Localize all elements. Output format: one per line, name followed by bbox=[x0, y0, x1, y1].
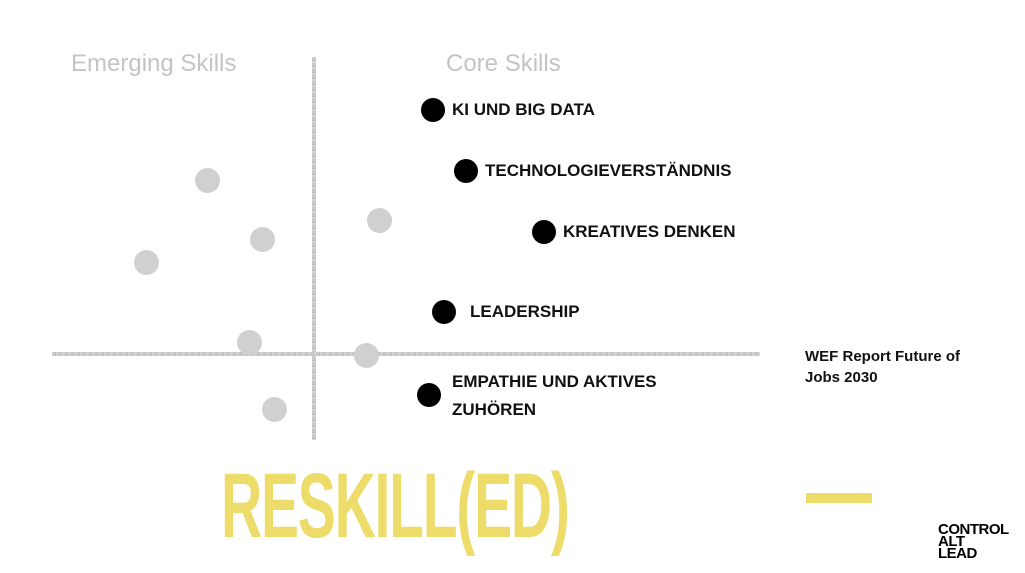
logo-line: CONTROL bbox=[938, 521, 1009, 538]
horizontal-axis bbox=[52, 352, 760, 356]
logo-line: ALT bbox=[938, 533, 965, 550]
core-skills-heading: Core Skills bbox=[446, 50, 561, 77]
source-note: WEF Report Future of Jobs 2030 bbox=[805, 348, 960, 386]
core-skill-label: KREATIVES DENKEN bbox=[563, 222, 736, 241]
core-skill-label: TECHNOLOGIEVERSTÄNDNIS bbox=[485, 161, 732, 180]
core-skill-dot bbox=[432, 300, 456, 324]
grey-skill-dot bbox=[195, 168, 220, 193]
emerging-skills-heading: Emerging Skills bbox=[71, 50, 237, 77]
core-skill-label: KI UND BIG DATA bbox=[452, 100, 595, 119]
core-skill-dot bbox=[454, 159, 478, 183]
grey-skill-dot bbox=[367, 208, 392, 233]
grey-skill-dot bbox=[262, 397, 287, 422]
core-skill-dot bbox=[421, 98, 445, 122]
core-skill-label: LEADERSHIP bbox=[470, 302, 580, 321]
grey-skill-dot bbox=[250, 227, 275, 252]
accent-bar bbox=[806, 493, 872, 503]
vertical-axis bbox=[312, 57, 316, 440]
grey-skill-dot bbox=[237, 330, 262, 355]
logo-line: LEAD bbox=[938, 545, 977, 562]
grey-skill-dot bbox=[134, 250, 159, 275]
control-alt-lead-logo: CONTROL ALT LEAD bbox=[938, 521, 1009, 562]
core-skill-dot bbox=[417, 383, 441, 407]
core-skill-dot bbox=[532, 220, 556, 244]
grey-skill-dot bbox=[354, 343, 379, 368]
slide-title: RESKILL(ED) bbox=[221, 455, 570, 557]
core-skill-label: EMPATHIE UND AKTIVES ZUHÖREN bbox=[452, 372, 657, 419]
